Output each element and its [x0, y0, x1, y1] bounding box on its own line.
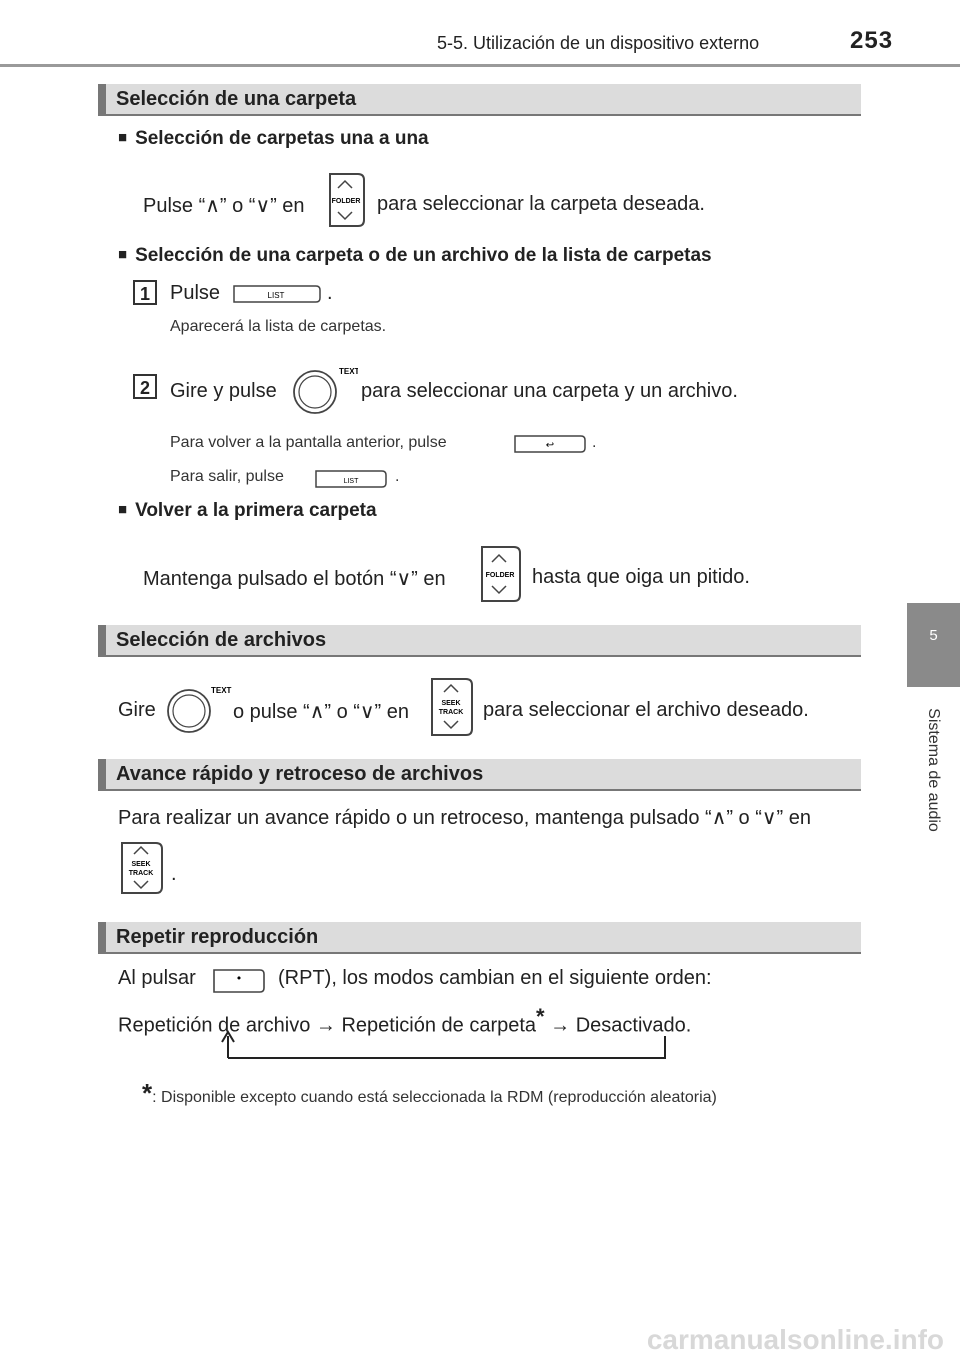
section-header-folder: Selección de una carpeta	[98, 84, 861, 116]
tune-knob-icon: TEXT	[292, 364, 358, 416]
footnote-marker: *	[536, 1004, 545, 1029]
step-text: Gire y pulse	[170, 380, 277, 402]
instruction-text: .	[171, 863, 177, 885]
section-header-ffwd: Avance rápido y retroceso de archivos	[98, 759, 861, 791]
folder-button-icon: FOLDER	[326, 172, 366, 228]
tune-knob-icon: TEXT	[166, 683, 232, 735]
note-text: .	[592, 434, 597, 451]
arrow-icon: →	[315, 1014, 336, 1037]
note-text: Para salir, pulse	[170, 468, 284, 485]
repeat-sequence: Repetición de archivo → Repetición de ca…	[118, 1004, 691, 1038]
footnote: *: Disponible excepto cuando está selecc…	[142, 1078, 717, 1109]
step-text: Pulse	[170, 282, 221, 304]
instruction-text: Pulse “∧” o “∨” en	[143, 195, 305, 217]
instruction-text: para seleccionar el archivo deseado.	[483, 699, 809, 721]
svg-text:FOLDER: FOLDER	[486, 572, 515, 579]
chapter-side-label: Sistema de audio	[925, 708, 942, 832]
svg-text:LIST: LIST	[268, 291, 285, 300]
instruction-text: hasta que oiga un pitido.	[532, 566, 750, 588]
seek-track-button-icon: SEEK TRACK	[428, 677, 474, 737]
rpt-button-icon: •	[212, 968, 266, 994]
back-button-icon: ↩	[513, 434, 587, 454]
watermark: carmanualsonline.info	[646, 1324, 944, 1355]
section-title: Selección de archivos	[116, 629, 327, 651]
section-title: Avance rápido y retroceso de archivos	[116, 763, 484, 785]
svg-text:TRACK: TRACK	[439, 709, 464, 716]
header-divider	[0, 64, 960, 67]
svg-text:•: •	[236, 972, 243, 985]
note-text: .	[395, 468, 400, 485]
footnote-text: : Disponible excepto cuando está selecci…	[152, 1089, 717, 1106]
step-number: 1	[133, 280, 157, 305]
instruction-text: (RPT), los modos cambian en el siguiente…	[278, 967, 712, 989]
svg-text:TEXT: TEXT	[211, 686, 232, 695]
svg-text:SEEK: SEEK	[131, 861, 150, 868]
list-button-icon: LIST	[314, 469, 388, 489]
chapter-tab	[907, 603, 960, 687]
svg-text:SEEK: SEEK	[441, 700, 460, 707]
subheading-first-folder: Volver a la primera carpeta	[118, 500, 377, 522]
arrow-icon: →	[550, 1014, 571, 1037]
page-number: 253	[850, 27, 894, 54]
svg-text:↩: ↩	[546, 440, 554, 451]
subheading-folder-list: Selección de una carpeta o de un archivo…	[118, 245, 712, 267]
svg-text:TRACK: TRACK	[129, 870, 154, 877]
mode-off: Desactivado.	[575, 1014, 692, 1037]
step-text: .	[327, 282, 333, 304]
section-title: Repetir reproducción	[116, 926, 319, 948]
step-number: 2	[133, 374, 157, 399]
note-text: Para volver a la pantalla anterior, puls…	[170, 434, 447, 451]
chapter-tab-number: 5	[929, 627, 938, 644]
instruction-text: Al pulsar	[118, 967, 196, 989]
svg-text:LIST: LIST	[344, 478, 360, 485]
instruction-text: Para realizar un avance rápido o un retr…	[118, 807, 811, 829]
instruction-text: para seleccionar la carpeta deseada.	[377, 193, 705, 215]
section-header-repeat: Repetir reproducción	[98, 922, 861, 954]
chapter-title: 5-5. Utilización de un dispositivo exter…	[437, 33, 760, 53]
mode-file-repeat: Repetición de archivo	[118, 1014, 311, 1037]
folder-button-icon: FOLDER	[478, 545, 522, 603]
step-note: Aparecerá la lista de carpetas.	[170, 318, 387, 335]
cycle-arrow	[220, 1030, 670, 1062]
section-header-files: Selección de archivos	[98, 625, 861, 657]
instruction-text: o pulse “∧” o “∨” en	[233, 701, 410, 723]
mode-folder-repeat: Repetición de carpeta	[341, 1014, 537, 1037]
instruction-text: Gire	[118, 699, 156, 721]
svg-text:TEXT: TEXT	[339, 367, 358, 376]
footnote-marker: *	[142, 1078, 153, 1108]
list-button-icon: LIST	[232, 284, 322, 304]
subheading-folder-one-by-one: Selección de carpetas una a una	[118, 128, 429, 150]
seek-track-button-icon: SEEK TRACK	[118, 841, 164, 895]
section-title: Selección de una carpeta	[116, 88, 357, 110]
svg-text:FOLDER: FOLDER	[332, 198, 361, 205]
instruction-text: Mantenga pulsado el botón “∨” en	[143, 568, 446, 590]
step-text: para seleccionar una carpeta y un archiv…	[361, 380, 738, 402]
